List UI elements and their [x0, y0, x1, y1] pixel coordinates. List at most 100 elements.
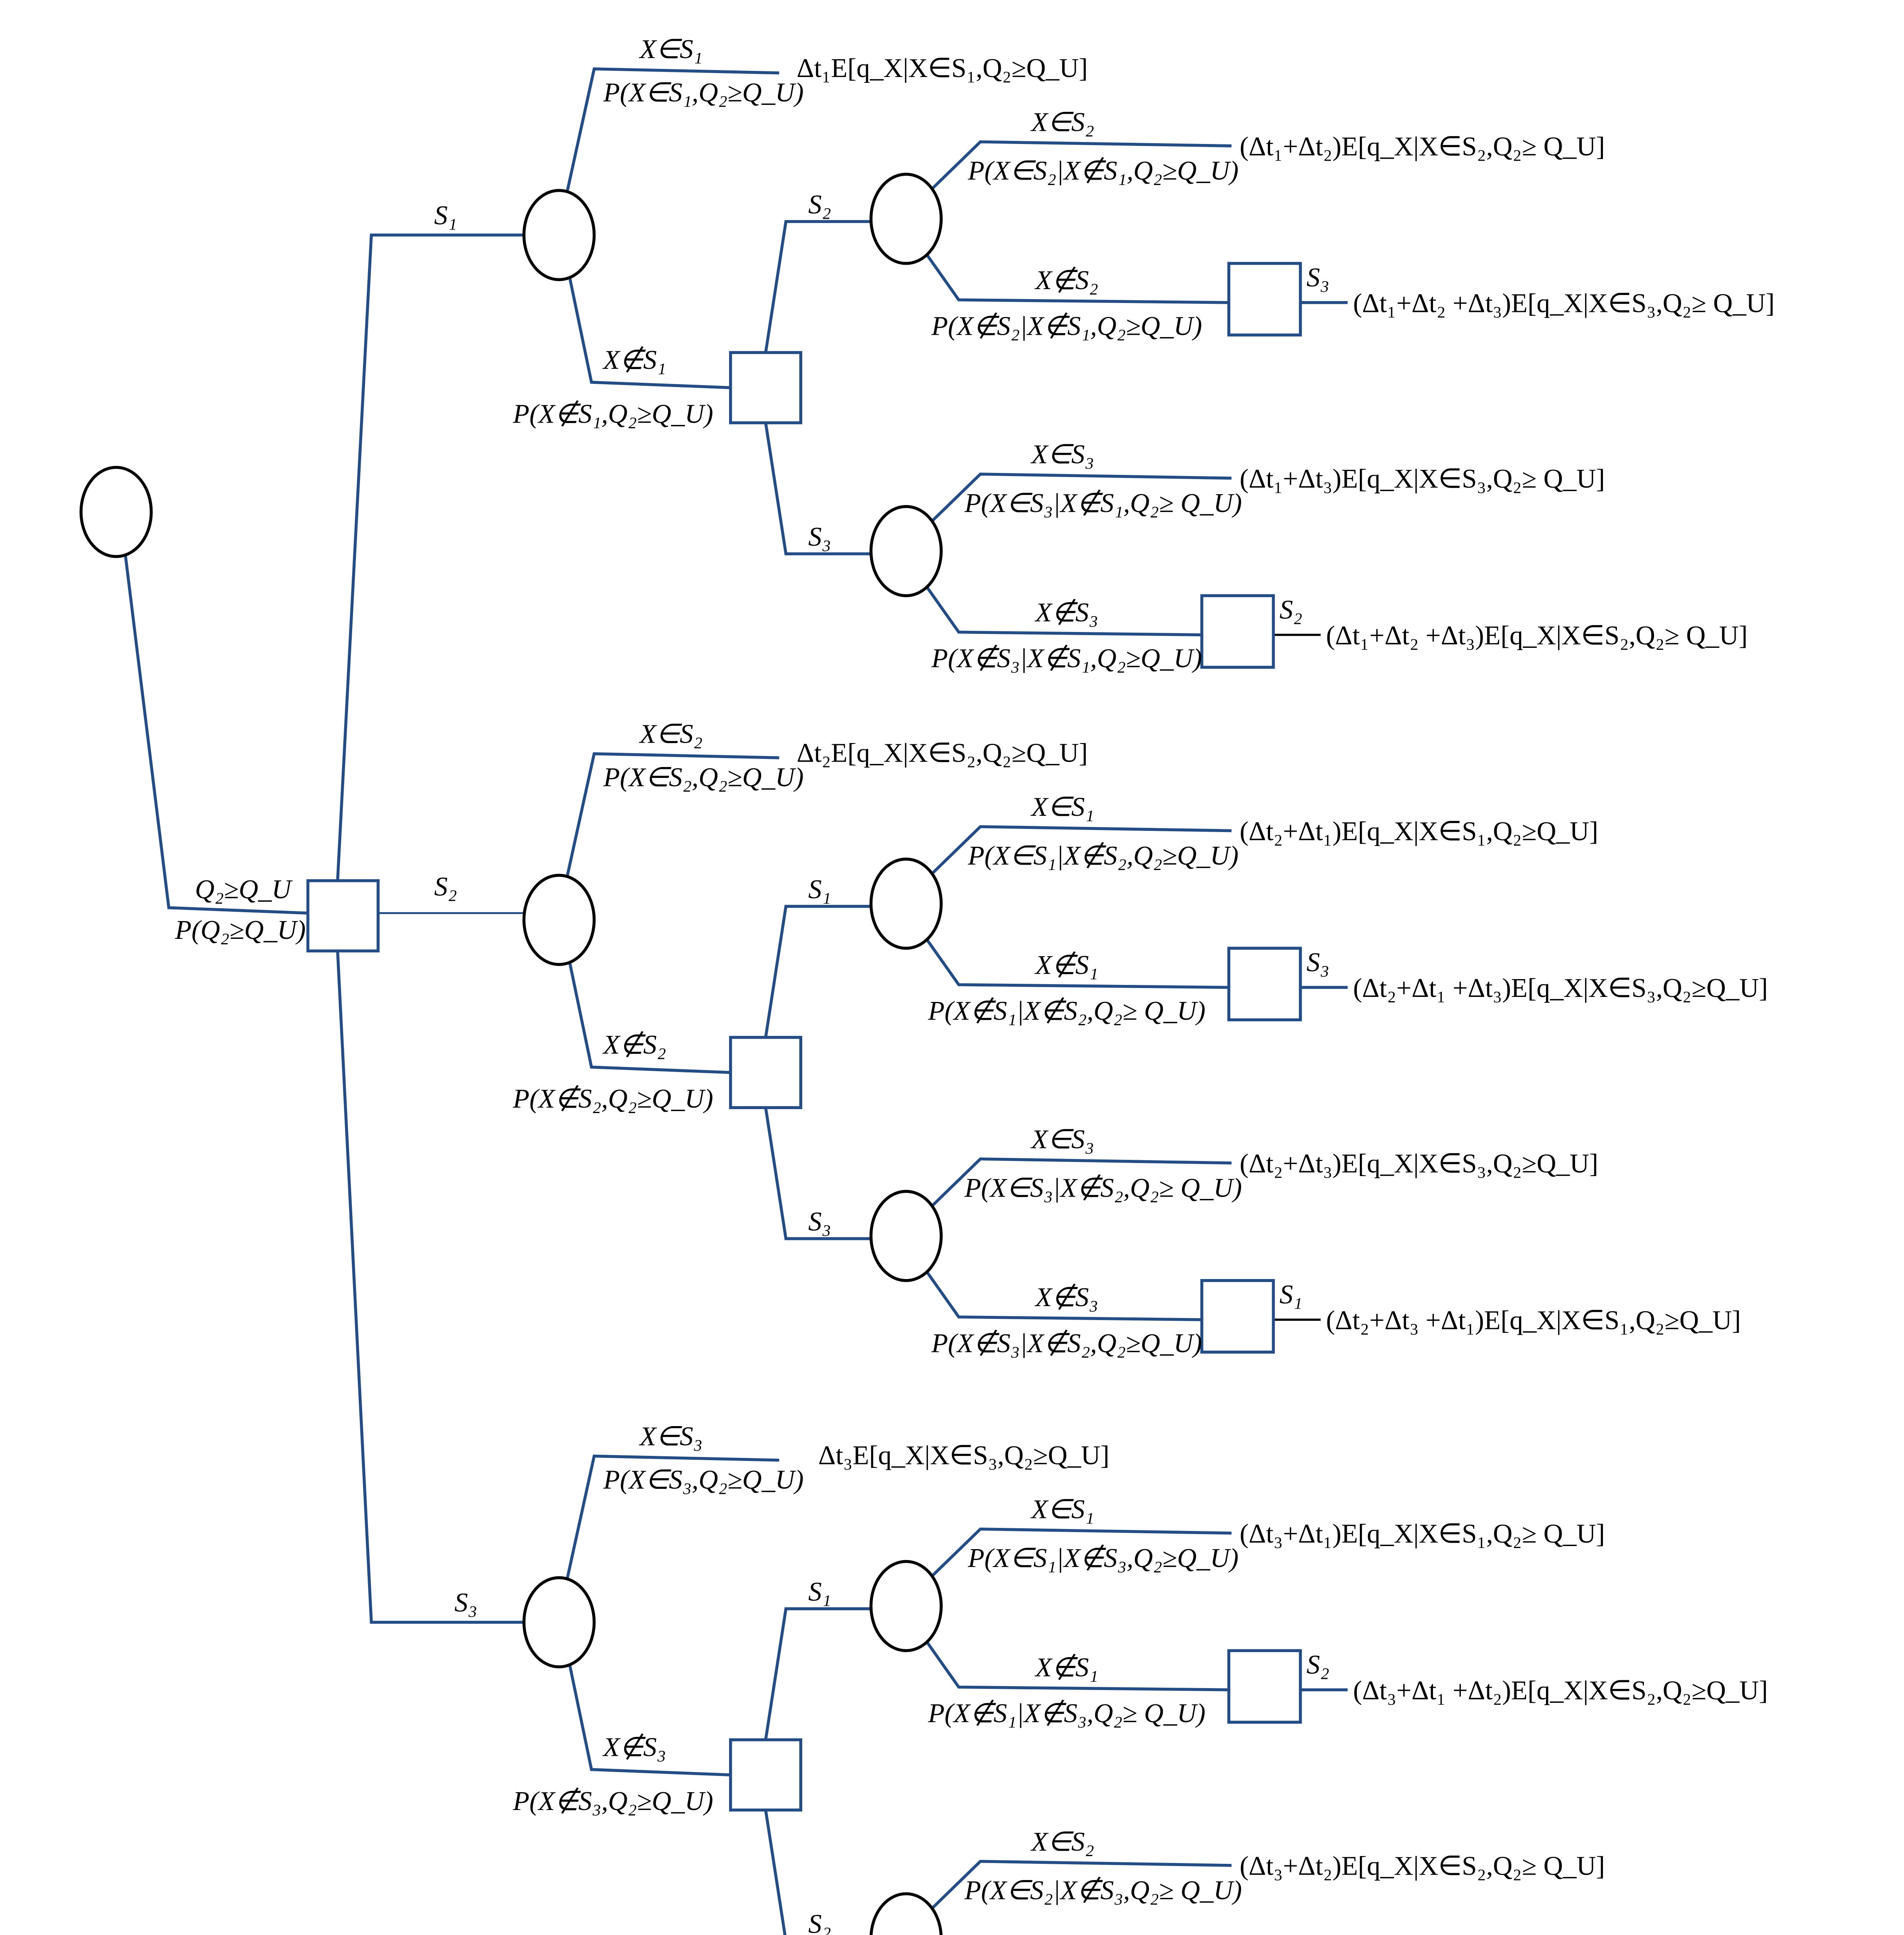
hit-prob-level2: P(X∈S₃|X∉S₁,Q₂≥ Q_U) [964, 488, 1242, 518]
hit-prob-level2: P(X∈S₂|X∉S₁,Q₂≥Q_U) [967, 156, 1238, 186]
third-decision-node [1227, 262, 1302, 337]
hit-edge-level1 [565, 752, 779, 877]
hit-edge-level2 [930, 1527, 1232, 1577]
second-decision-node [729, 1036, 803, 1109]
miss-edge-level2 [925, 1640, 1229, 1692]
hit-label: X∈S₂ [639, 719, 703, 749]
third-choice-label: S₂ [1306, 1650, 1329, 1680]
miss-label-level2: X∉S₁ [1034, 950, 1098, 980]
miss-edge-level1 [568, 278, 731, 389]
tree-edges [123, 67, 1348, 1935]
chance-node-level2 [869, 1560, 943, 1652]
chance-node-level1 [522, 873, 596, 966]
hit-edge-level2 [930, 1860, 1232, 1910]
first-decision-node [306, 879, 380, 953]
hit-prob-level2: P(X∈S₃|X∉S₂,Q₂≥ Q_U) [964, 1173, 1242, 1203]
hit-edge-level1 [565, 1454, 779, 1580]
miss-label-level2: X∉S₃ [1034, 1283, 1098, 1312]
hit-edge-level2 [930, 473, 1232, 523]
payoff-terminal-level3: (Δt₂+Δt₃ +Δt₁)E[q_X|X∈S₁,Q₂≥Q_U] [1326, 1305, 1741, 1335]
miss-prob: P(X∉S₂,Q₂≥Q_U) [512, 1084, 713, 1114]
root-branch-prob: P(Q₂≥Q_U) [175, 915, 306, 945]
chance-node-level2 [870, 1892, 943, 1935]
miss-edge-level2 [925, 938, 1229, 989]
miss-prob: P(X∉S₁,Q₂≥Q_U) [512, 399, 713, 429]
miss-edge-level2 [925, 253, 1229, 304]
miss-label-level2: X∉S₃ [1034, 598, 1098, 628]
miss-prob-level2: P(X∉S₁|X∉S₂,Q₂≥ Q_U) [928, 996, 1205, 1026]
root-branch-label: Q₂≥Q_U [195, 875, 293, 904]
miss-edge-level2 [925, 585, 1202, 637]
miss-edge-level1 [568, 962, 731, 1074]
miss-label: X∉S₁ [602, 345, 666, 375]
third-choice-label: S₃ [1306, 263, 1329, 293]
payoff-terminal: Δt₂E[q_X|X∈S₂,Q₂≥Q_U] [797, 738, 1088, 768]
tree-nodes [79, 173, 1302, 1935]
hit-edge-level2 [930, 825, 1232, 875]
hit-label: X∈S₁ [639, 34, 703, 64]
payoff-terminal: Δt₁E[q_X|X∈S₁,Q₂≥Q_U] [797, 53, 1088, 83]
third-choice-label: S₁ [1279, 1280, 1302, 1310]
chance-node-level2 [869, 505, 943, 598]
payoff-terminal-level2: (Δt₁+Δt₃)E[q_X|X∈S₃,Q₂≥ Q_U] [1240, 464, 1605, 494]
choice-label-level2: S₁ [808, 875, 831, 904]
payoff-terminal-level2: (Δt₃+Δt₂)E[q_X|X∈S₂,Q₂≥ Q_U] [1240, 1851, 1605, 1881]
choice-edge-level2 [764, 422, 871, 555]
hit-label: X∈S₃ [639, 1422, 703, 1452]
choice-label-level2: S₁ [808, 1577, 831, 1607]
choice-label: S₂ [434, 872, 457, 902]
hit-prob: P(X∈S₃,Q₂≥Q_U) [603, 1465, 804, 1495]
choice-edge-level2 [764, 1607, 871, 1740]
chance-node-level2 [869, 173, 943, 265]
miss-prob-level2: P(X∉S₁|X∉S₃,Q₂≥ Q_U) [928, 1699, 1205, 1728]
payoff-terminal-level2: (Δt₂+Δt₁)E[q_X|X∈S₁,Q₂≥Q_U] [1240, 817, 1598, 846]
chance-node-level1 [522, 1576, 596, 1668]
hit-label-level2: X∈S₁ [1030, 792, 1094, 822]
miss-label: X∉S₃ [602, 1732, 666, 1762]
choice-edge-s1 [336, 233, 524, 881]
hit-label-level2: X∈S₂ [1030, 1827, 1094, 1857]
hit-prob-level2: P(X∈S₁|X∉S₂,Q₂≥Q_U) [967, 841, 1238, 871]
choice-edge-level2 [764, 1810, 787, 1935]
hit-label-level2: X∈S₃ [1030, 1125, 1094, 1154]
second-decision-node [729, 1738, 803, 1812]
root-branch-edge [123, 545, 308, 915]
choice-label-level2: S₃ [808, 522, 831, 552]
hit-edge-level2 [930, 140, 1232, 190]
third-decision-node [1200, 1279, 1275, 1354]
payoff-terminal-level2: (Δt₂+Δt₃)E[q_X|X∈S₃,Q₂≥Q_U] [1240, 1149, 1598, 1179]
miss-label: X∉S₂ [602, 1030, 666, 1060]
payoff-terminal-level3: (Δt₃+Δt₁ +Δt₂)E[q_X|X∈S₂,Q₂≥Q_U] [1353, 1676, 1768, 1706]
miss-label-level2: X∉S₁ [1034, 1653, 1098, 1683]
third-choice-label: S₂ [1279, 595, 1302, 625]
payoff-terminal: Δt₃E[q_X|X∈S₃,Q₂≥Q_U] [818, 1441, 1110, 1471]
payoff-terminal-level3: (Δt₂+Δt₁ +Δt₃)E[q_X|X∈S₃,Q₂≥Q_U] [1353, 973, 1768, 1003]
payoff-terminal-level2: (Δt₁+Δt₂)E[q_X|X∈S₂,Q₂≥ Q_U] [1240, 132, 1605, 161]
hit-prob: P(X∈S₂,Q₂≥Q_U) [603, 762, 804, 792]
choice-label: S₁ [434, 200, 457, 230]
third-decision-node [1200, 594, 1275, 669]
choice-label-level2: S₂ [808, 190, 831, 219]
payoff-terminal-level2: (Δt₃+Δt₁)E[q_X|X∈S₁,Q₂≥ Q_U] [1240, 1519, 1605, 1549]
miss-prob-level2: P(X∉S₂|X∉S₁,Q₂≥Q_U) [931, 312, 1202, 341]
miss-prob-level2: P(X∉S₃|X∉S₁,Q₂≥Q_U) [931, 644, 1202, 673]
hit-label-level2: X∈S₂ [1030, 108, 1094, 137]
miss-prob-level2: P(X∉S₃|X∉S₂,Q₂≥Q_U) [931, 1329, 1202, 1358]
root-chance-node [79, 466, 153, 558]
choice-label-level2: S₃ [808, 1207, 831, 1237]
choice-label-level2: S₂ [808, 1909, 831, 1935]
second-decision-node [729, 351, 803, 425]
third-choice-label: S₃ [1306, 948, 1329, 978]
hit-label-level2: X∈S₃ [1030, 440, 1094, 469]
hit-prob: P(X∈S₁,Q₂≥Q_U) [603, 78, 804, 108]
chance-node-level2 [869, 858, 943, 950]
third-decision-node [1227, 1649, 1302, 1724]
miss-prob: P(X∉S₃,Q₂≥Q_U) [512, 1786, 713, 1816]
payoff-terminal-level3: (Δt₁+Δt₂ +Δt₃)E[q_X|X∈S₂,Q₂≥ Q_U] [1326, 621, 1748, 651]
miss-edge-level1 [568, 1665, 731, 1777]
chance-node-level1 [522, 189, 596, 281]
choice-label: S₃ [454, 1588, 477, 1618]
hit-prob-level2: P(X∈S₁|X∉S₃,Q₂≥Q_U) [967, 1543, 1238, 1573]
choice-edge-level2 [764, 905, 871, 1038]
